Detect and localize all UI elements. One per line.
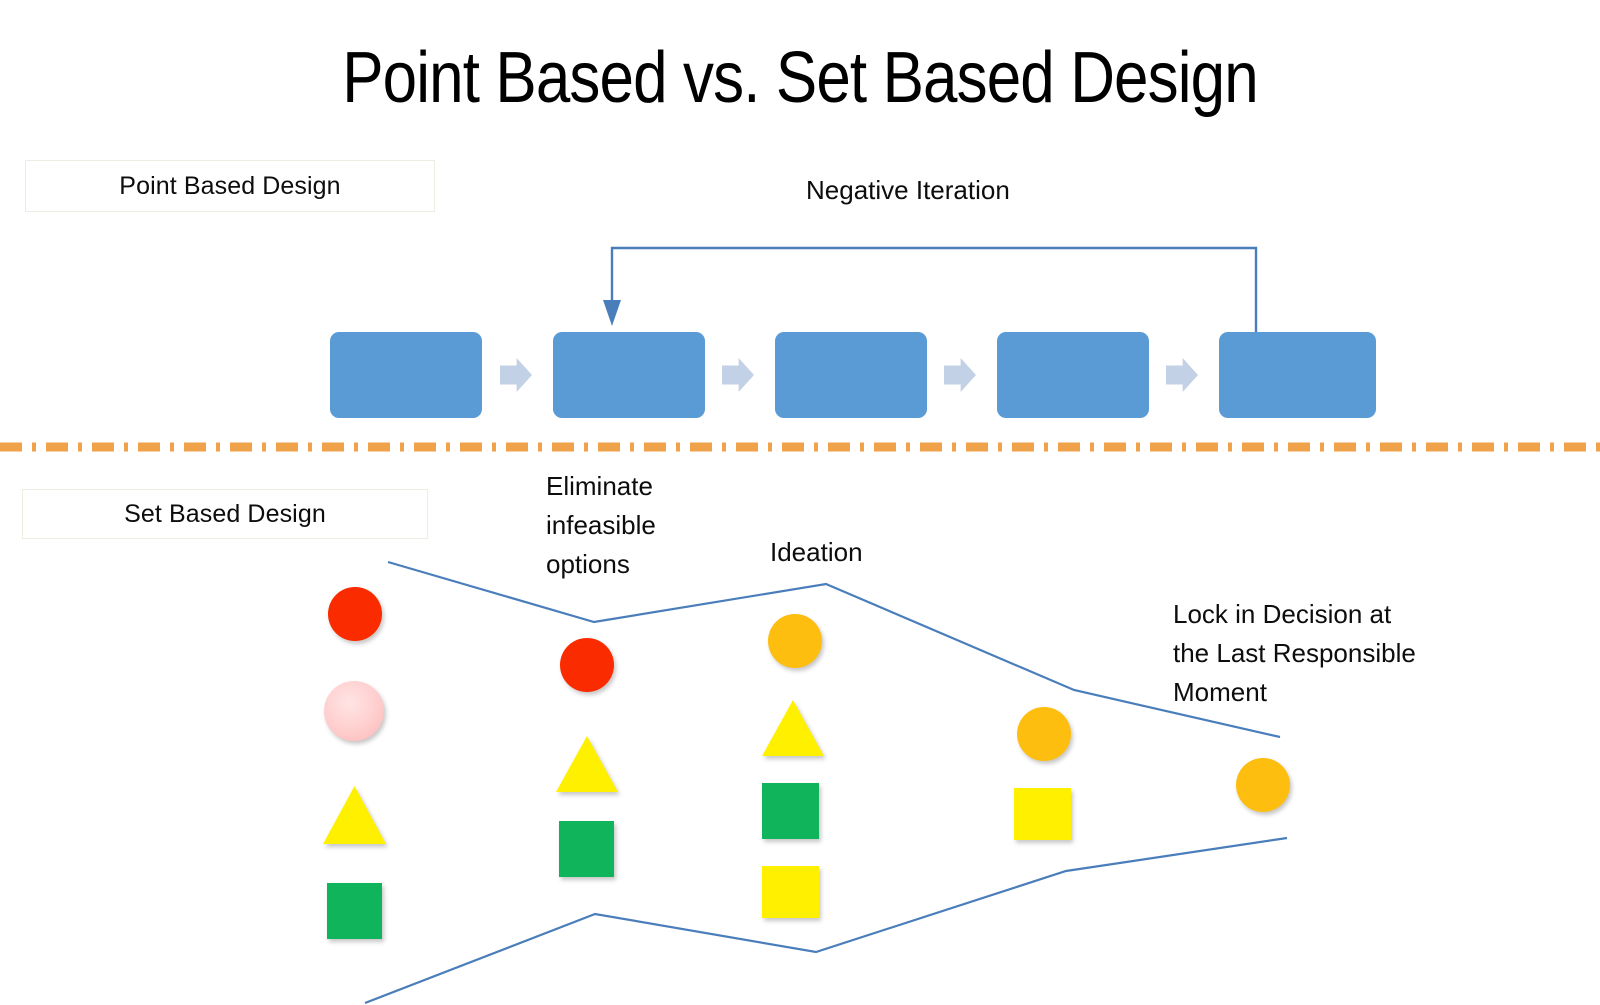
option-shape-yellow-triangle[interactable]	[762, 700, 824, 756]
annotation-ideation: Ideation	[770, 537, 863, 567]
section-label-point-based: Point Based Design	[25, 160, 435, 212]
page-title: Point Based vs. Set Based Design	[342, 38, 1258, 118]
option-shape-orange-circle[interactable]	[1017, 707, 1071, 761]
section-label-set-based: Set Based Design	[22, 489, 428, 539]
chevron-right-icon-2	[722, 358, 754, 392]
option-shape-red-circle[interactable]	[328, 587, 382, 641]
section-label-set-based-text: Set Based Design	[124, 499, 326, 528]
option-shape-orange-circle[interactable]	[1236, 758, 1290, 812]
option-shape-red-circle[interactable]	[560, 638, 614, 692]
option-shape-yellow-triangle[interactable]	[556, 736, 618, 792]
option-shape-green-square[interactable]	[559, 821, 614, 877]
process-step-1[interactable]	[330, 332, 482, 418]
funnel-lower-boundary	[364, 836, 1288, 1005]
annotation-negative-iteration: Negative Iteration	[806, 175, 1010, 205]
option-shape-yellow-triangle[interactable]	[323, 786, 386, 844]
chevron-right-icon-3	[944, 358, 976, 392]
option-shape-yellow-square[interactable]	[1014, 788, 1071, 840]
annotation-lock-in-decision: Lock in Decision at the Last Responsible…	[1173, 599, 1416, 707]
chevron-right-icon-4	[1166, 358, 1198, 392]
option-shape-orange-circle[interactable]	[768, 614, 822, 668]
option-shape-yellow-square[interactable]	[762, 866, 819, 918]
annotation-eliminate-infeasible-options: Eliminate infeasible options	[546, 471, 656, 579]
chevron-right-icon-1	[500, 358, 532, 392]
option-shape-green-square[interactable]	[327, 883, 382, 939]
section-label-point-based-text: Point Based Design	[119, 171, 341, 200]
process-step-2[interactable]	[553, 332, 705, 418]
option-shape-green-square[interactable]	[762, 783, 819, 839]
process-step-3[interactable]	[775, 332, 927, 418]
funnel-upper-boundary	[387, 560, 1281, 739]
option-shape-pink-circle[interactable]	[324, 681, 384, 741]
negative-iteration-loop-arrow	[603, 246, 1258, 332]
process-step-5[interactable]	[1219, 332, 1376, 418]
process-step-4[interactable]	[997, 332, 1149, 418]
